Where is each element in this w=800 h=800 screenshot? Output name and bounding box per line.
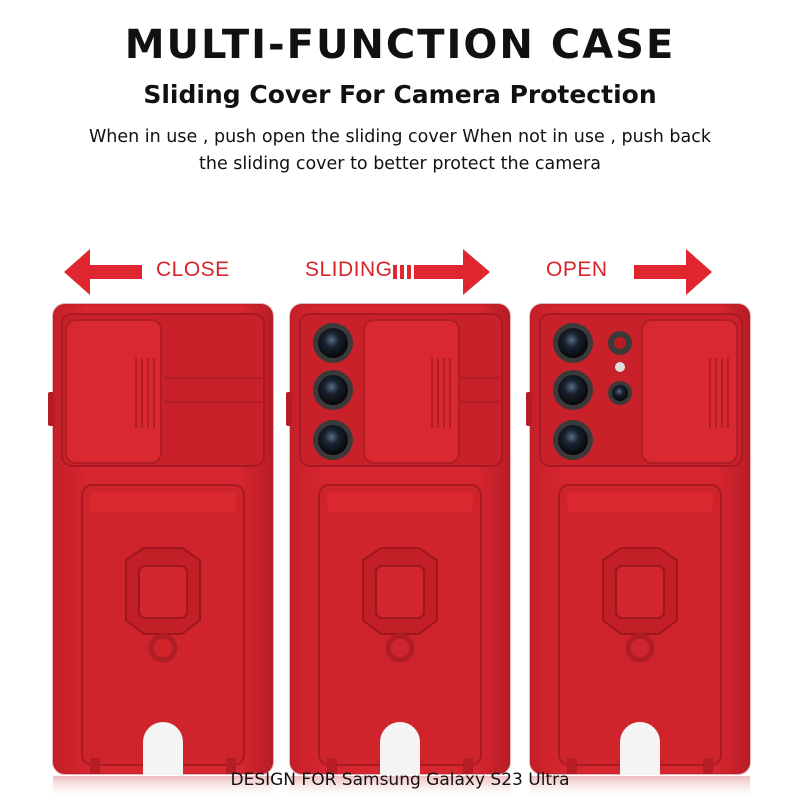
case-closed <box>48 303 274 775</box>
state-label-close: CLOSE <box>156 258 230 281</box>
arrow-left-icon <box>64 249 142 295</box>
arrow-right-dashed-icon <box>393 249 490 295</box>
case-sliding <box>286 303 511 775</box>
arrow-right-icon <box>634 249 712 295</box>
footer-model-text: DESIGN FOR Samsung Galaxy S23 Ultra <box>230 770 570 790</box>
page-title: MULTI-FUNCTION CASE <box>124 22 676 68</box>
state-label-sliding: SLIDING <box>305 258 393 281</box>
page-subtitle: Sliding Cover For Camera Protection <box>143 80 657 109</box>
state-label-open: OPEN <box>546 258 608 281</box>
description-line-1: When in use , push open the sliding cove… <box>88 127 712 147</box>
description-line-2: the sliding cover to better protect the … <box>199 154 601 174</box>
description: When in use , push open the sliding cove… <box>40 124 760 178</box>
case-open <box>526 303 751 775</box>
